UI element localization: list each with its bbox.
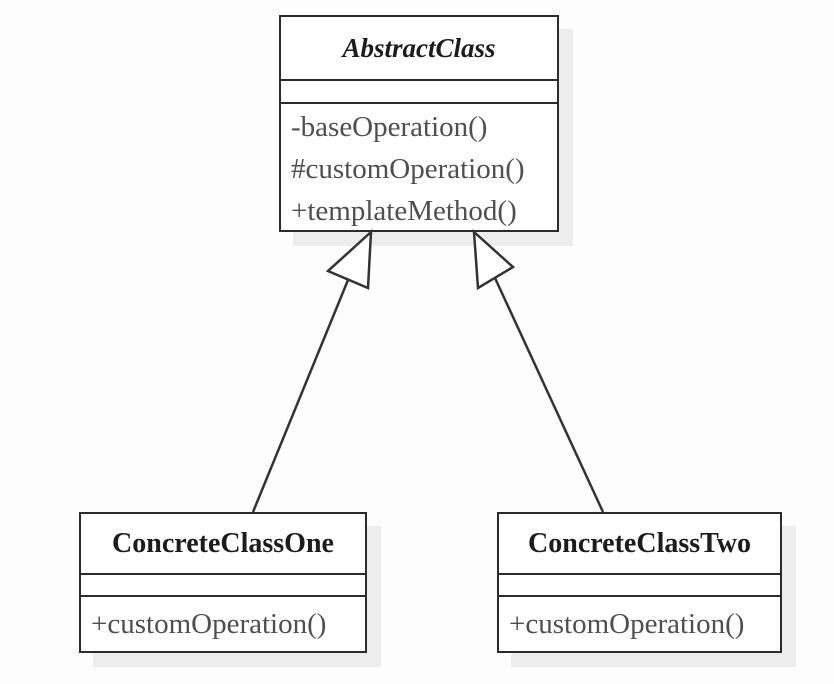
arrow-line-left [251, 279, 350, 513]
hollow-triangle-arrowhead-right [472, 229, 516, 291]
methods-compartment: +customOperation() [499, 595, 780, 651]
method-label: +customOperation() [509, 608, 745, 640]
methods-compartment: -baseOperation() #customOperation() +tem… [281, 102, 557, 230]
method-label: +customOperation() [91, 608, 327, 640]
method-label: +templateMethod() [291, 195, 517, 227]
class-title: ConcreteClassTwo [528, 527, 751, 559]
arrow-line-right [493, 277, 605, 513]
class-box-concrete-class-one: ConcreteClassOne +customOperation() [79, 512, 367, 653]
attributes-compartment [81, 573, 365, 595]
class-title: AbstractClass [342, 32, 496, 63]
attributes-compartment [499, 573, 780, 595]
class-box-concrete-class-two: ConcreteClassTwo +customOperation() [497, 512, 782, 653]
method-label: #customOperation() [291, 153, 525, 185]
class-box-abstract-class: AbstractClass -baseOperation() #customOp… [279, 15, 559, 232]
method-label: -baseOperation() [291, 111, 488, 143]
hollow-triangle-arrowhead-left [325, 229, 373, 290]
generalization-arrow-one-to-abstract [251, 229, 373, 513]
generalization-arrow-two-to-abstract [472, 229, 605, 513]
class-title: ConcreteClassOne [112, 527, 334, 559]
methods-compartment: +customOperation() [81, 595, 365, 651]
attributes-compartment [281, 79, 557, 102]
